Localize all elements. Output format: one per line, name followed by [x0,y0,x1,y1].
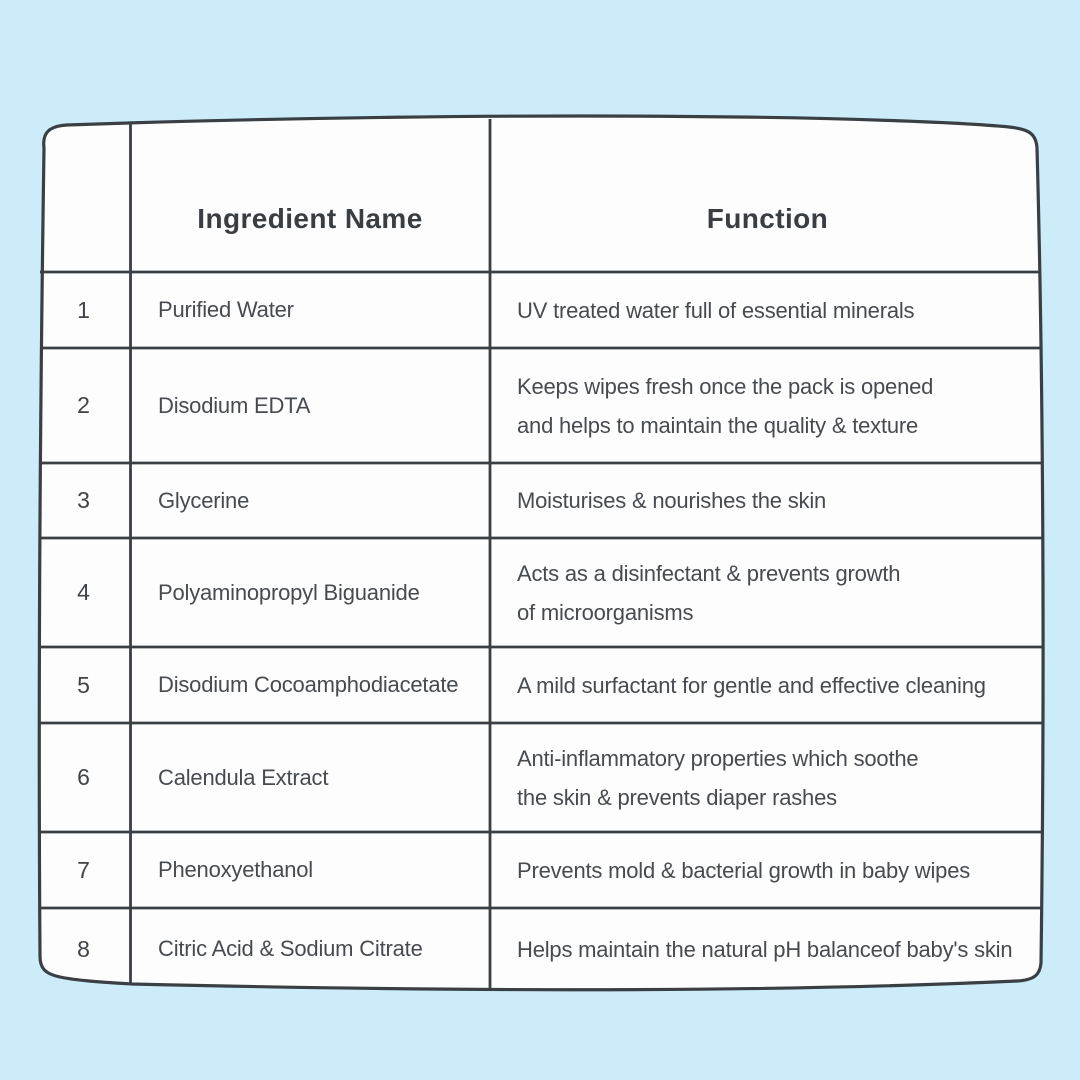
ingredient-name-cell: Citric Acid & Sodium Citrate [158,936,423,961]
ingredient-name-cell: Phenoxyethanol [158,857,313,882]
ingredient-name-cell: Disodium Cocoamphodiacetate [158,672,459,697]
row-number: 6 [77,764,90,790]
row-number: 5 [77,671,90,698]
function-cell: Moisturises & nourishes the skin [490,463,1045,538]
function-text: Helps maintain the natural pH balanceof … [517,936,1013,962]
ingredient-name-cell: Calendula Extract [158,764,329,790]
row-number: 8 [77,935,90,962]
function-cell: Prevents mold & bacterial growth in baby… [490,832,1045,908]
function-text: and helps to maintain the quality & text… [517,412,919,438]
ingredient-name-header: Ingredient Name [197,203,423,234]
ingredient-name-cell: Disodium EDTA [158,392,311,418]
ingredient-name-cell: Polyaminopropyl Biguanide [158,579,420,605]
table-border-outline [37,114,1045,992]
function-cell: Keeps wipes fresh once the pack is opene… [490,348,1045,463]
function-cell: Anti-inflammatory properties which sooth… [490,723,1045,832]
function-text: UV treated water full of essential miner… [517,297,915,323]
function-text: Moisturises & nourishes the skin [517,488,827,513]
ingredient-name-cell: Purified Water [158,297,294,322]
function-text: of microorganisms [517,599,694,625]
row-number: 7 [77,856,90,883]
function-text: Prevents mold & bacterial growth in baby… [517,857,971,883]
function-text: the skin & prevents diaper rashes [517,784,837,810]
row-number: 4 [77,579,90,605]
ingredients-grid: Ingredient Name Function 1 Purified Wate… [37,118,1045,990]
function-text: A mild surfactant for gentle and effecti… [517,672,986,698]
function-header: Function [706,203,829,234]
function-cell: A mild surfactant for gentle and effecti… [490,647,1045,723]
index-header [37,118,130,272]
function-cell: Helps maintain the natural pH balanceof … [490,908,1045,990]
function-text: Acts as a disinfectant & prevents growth [517,560,901,586]
function-text: Keeps wipes fresh once the pack is opene… [517,373,934,399]
function-cell: UV treated water full of essential miner… [490,272,1045,348]
function-text: Anti-inflammatory properties which sooth… [517,745,919,771]
row-number: 2 [77,392,90,418]
row-number: 3 [77,487,90,513]
ingredient-name-cell: Glycerine [158,487,250,513]
row-number: 1 [77,296,90,323]
function-cell: Acts as a disinfectant & prevents growth… [490,538,1045,647]
ingredients-table: Ingredient Name Function 1 Purified Wate… [37,114,1045,992]
